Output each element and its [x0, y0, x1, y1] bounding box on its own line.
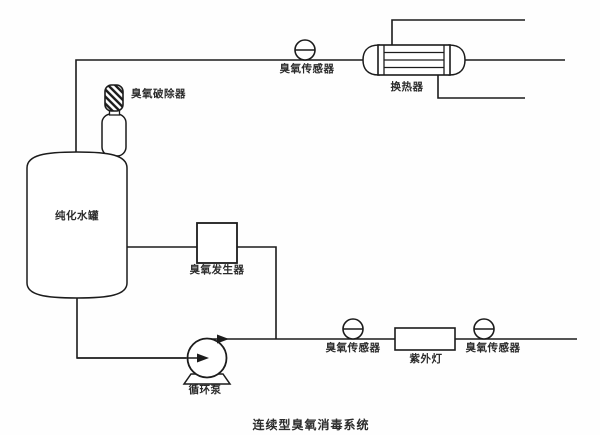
pipe-hx-top-nozzle — [391, 19, 525, 46]
pipe-hx-bottom-nozzle — [437, 74, 525, 99]
pipe-lines — [75, 19, 577, 359]
destructor-cartridge-hatched — [104, 84, 124, 112]
label-ozone-sensor-bottom-left: 臭氧传感器 — [325, 342, 381, 354]
label-uv-lamp: 紫外灯 — [409, 353, 443, 365]
ozone-sensor-bottom-left-symbol — [342, 318, 364, 340]
ozone-sensor-top-symbol — [294, 39, 316, 61]
purified-water-tank-symbol — [26, 151, 128, 299]
destructor-vessel — [101, 113, 127, 157]
diagram-title: 连续型臭氧消毒系统 — [252, 418, 370, 432]
flow-arrow-suction — [197, 353, 209, 363]
ozone-destructor-symbol — [101, 84, 127, 157]
label-heat-exchanger: 换热器 — [390, 81, 424, 93]
label-purified-water-tank: 纯化水罐 — [55, 210, 99, 222]
circulation-pump-symbol — [77, 334, 232, 385]
flow-arrow-discharge — [217, 334, 229, 344]
label-ozone-destructor: 臭氧破除器 — [131, 88, 186, 100]
pipe-tank-to-pump — [76, 297, 186, 359]
label-ozone-sensor-bottom-right: 臭氧传感器 — [465, 342, 521, 354]
hx-left-cap — [362, 44, 380, 76]
label-ozone-generator: 臭氧发生器 — [189, 264, 245, 276]
label-circulation-pump: 循环泵 — [188, 384, 222, 396]
pipe-generator-down — [237, 246, 277, 339]
uv-lamp-symbol — [394, 327, 456, 351]
hx-right-cap — [448, 44, 466, 76]
heat-exchanger-symbol — [362, 44, 466, 76]
pipe-tank-top-to-hx — [75, 59, 364, 153]
ozone-generator-symbol — [196, 222, 238, 264]
label-ozone-sensor-top: 臭氧传感器 — [279, 63, 335, 75]
ozone-sensor-bottom-right-symbol — [473, 318, 495, 340]
